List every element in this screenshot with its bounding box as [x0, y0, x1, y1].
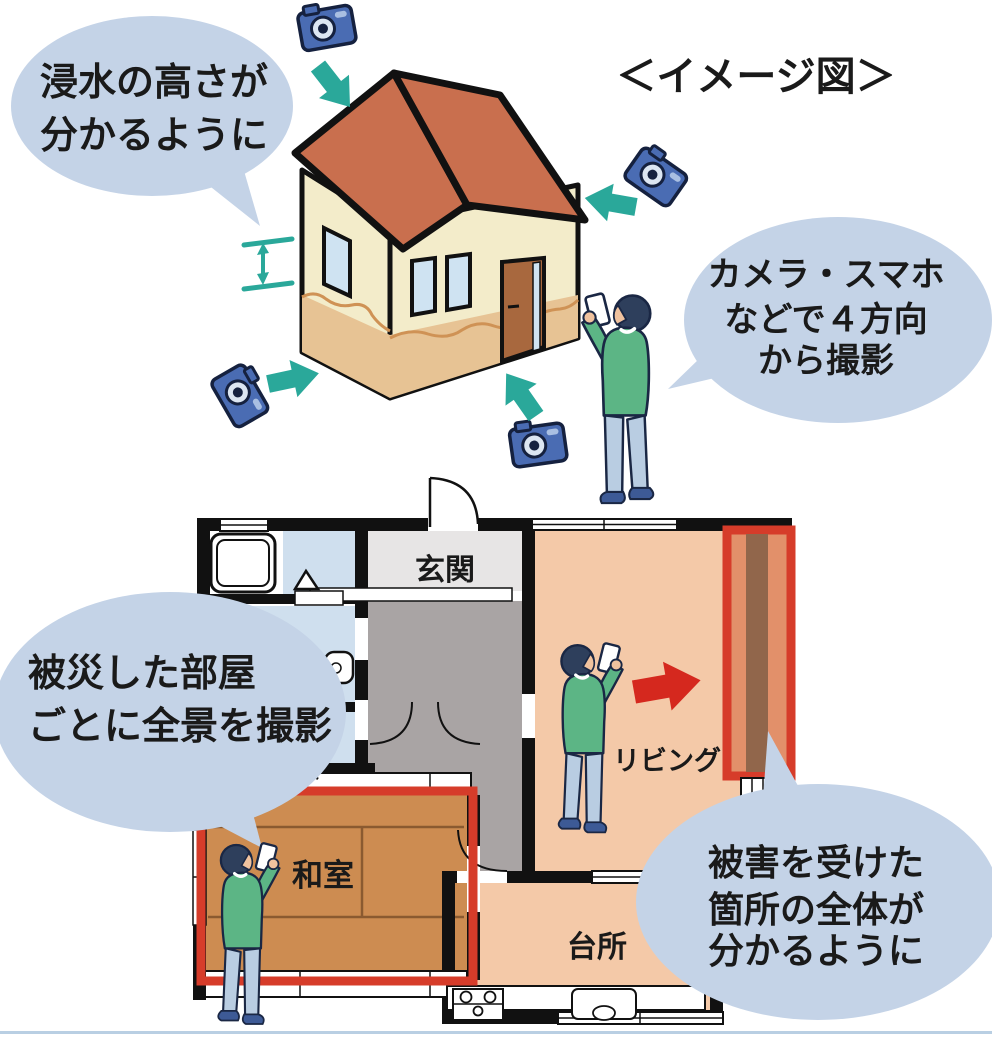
shoot-direction-arrow	[264, 354, 323, 403]
bubble-room-line2: ごとに全景を撮影	[28, 704, 332, 748]
bubble-flood-line1: 浸水の高さが	[40, 60, 268, 104]
speech-bubble-shoot-directions: カメラ・スマホ などで４方向 から撮影	[668, 217, 992, 423]
camera-icon	[506, 414, 570, 470]
room-label-japanese-room: 和室	[292, 858, 354, 894]
photo-four-directions-scene: 浸水の高さが 分かるように カメラ・スマホ などで４方向 から撮影 ＜イメージ図…	[11, 0, 992, 505]
bath-door-mark	[292, 568, 321, 591]
house-roof-right	[390, 69, 589, 224]
bubble-directions-line1: カメラ・スマホ	[708, 255, 945, 295]
house-door-handle	[507, 304, 520, 309]
threshold	[355, 618, 368, 660]
floor-plan: 玄関 リビング 和室 台所 被災した部屋 ごとに全景を撮影 被害を受けた 箇所の…	[0, 476, 992, 1026]
speech-bubble-flood-height: 浸水の高さが 分かるように	[11, 16, 293, 226]
house-illustration	[291, 69, 589, 401]
shoot-direction-arrow	[581, 179, 640, 226]
bottom-divider	[0, 1031, 992, 1034]
damaged-wall-highlight	[722, 525, 796, 781]
flood-stain-left	[302, 295, 390, 398]
person-photographer	[580, 291, 656, 505]
threshold	[355, 700, 368, 740]
bubble-room-line1: 被災した部屋	[28, 651, 256, 695]
flood-height-measure	[241, 236, 295, 292]
door-arc	[437, 701, 481, 745]
entrance-door-arc	[429, 476, 480, 525]
damaged-room-highlight	[196, 786, 478, 986]
flood-waterline-left	[301, 292, 391, 333]
bubble-damage-line3: 分かるように	[708, 931, 924, 972]
house-window	[410, 255, 437, 318]
bubble-damage-line1: 被害を受けた	[708, 843, 924, 884]
threshold	[522, 694, 535, 738]
kitchen-sink	[571, 988, 637, 1021]
flood-waterline-front	[389, 298, 580, 340]
camera-icon	[208, 358, 277, 431]
room-bath-floor-blue	[283, 531, 355, 597]
room-label-entrance: 玄関	[415, 553, 475, 588]
stove	[452, 988, 504, 1021]
room-label-living: リビング	[613, 745, 721, 777]
bubble-flood-line2: 分かるように	[40, 113, 268, 157]
house-window	[445, 251, 472, 313]
window	[531, 518, 678, 531]
house-window	[322, 224, 352, 300]
image-diagram-title: ＜イメージ図＞	[616, 54, 895, 100]
speech-bubble-damaged-area: 被害を受けた 箇所の全体が 分かるように	[636, 731, 992, 1020]
threshold	[294, 590, 344, 606]
bathtub	[209, 532, 277, 594]
room-entrance-floor	[368, 531, 522, 591]
window	[219, 518, 269, 532]
threshold	[457, 871, 507, 883]
window	[591, 870, 649, 884]
shoot-direction-arrow	[490, 362, 552, 427]
bubble-damage-line2: 箇所の全体が	[708, 889, 924, 931]
speech-bubble-room-full-view: 被災した部屋 ごとに全景を撮影	[0, 592, 346, 848]
room-label-kitchen: 台所	[567, 930, 627, 965]
house-door-glass	[532, 261, 541, 352]
bubble-directions-line3: から撮影	[758, 341, 894, 381]
camera-icon	[294, 0, 359, 54]
bubble-directions-line2: などで４方向	[724, 300, 927, 340]
door-arc	[369, 701, 413, 745]
